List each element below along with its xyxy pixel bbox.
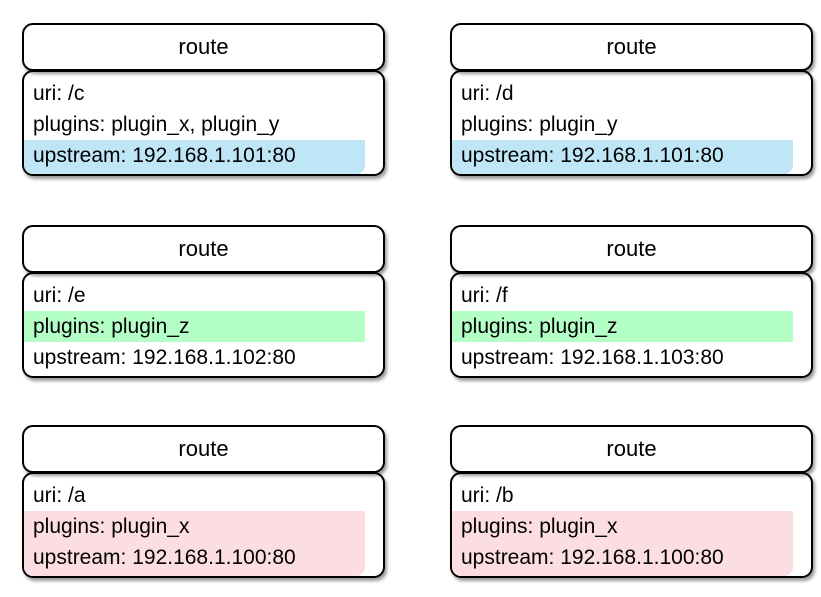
route-field-uri: uri: /d: [461, 82, 514, 105]
route-field-plugins: plugins: plugin_z: [33, 315, 190, 338]
route-field-plugins: plugins: plugin_z: [461, 315, 618, 338]
route-card-body: uri: /d plugins: plugin_y upstream: 192.16…: [450, 70, 813, 176]
route-card[interactable]: route uri: /e plugins: plugin_z upstream: 1…: [22, 225, 385, 378]
route-field-uri: uri: /e: [33, 284, 86, 307]
route-card-lines: uri: /e plugins: plugin_z upstream: 192.16…: [24, 274, 383, 373]
route-card-lines: uri: /b plugins: plugin_x upstream: 192.16…: [452, 474, 811, 573]
route-card-body: uri: /e plugins: plugin_z upstream: 192.16…: [22, 272, 385, 378]
route-card[interactable]: route uri: /a plugins: plugin_x upstream: 1…: [22, 425, 385, 578]
route-field-uri: uri: /b: [461, 484, 514, 507]
route-card-header: route: [450, 425, 813, 473]
route-field-upstream: upstream: 192.168.1.100:80: [33, 546, 296, 569]
route-card-header: route: [450, 225, 813, 273]
route-card-header: route: [22, 23, 385, 71]
route-card-header: route: [22, 425, 385, 473]
route-card-body: uri: /b plugins: plugin_x upstream: 192.16…: [450, 472, 813, 578]
route-field-uri: uri: /a: [33, 484, 86, 507]
route-field-plugins: plugins: plugin_x, plugin_y: [33, 113, 280, 136]
route-card-lines: uri: /a plugins: plugin_x upstream: 192.16…: [24, 474, 383, 573]
route-field-upstream: upstream: 192.168.1.101:80: [33, 144, 296, 167]
route-card[interactable]: route uri: /b plugins: plugin_x upstream: 1…: [450, 425, 813, 578]
route-card[interactable]: route uri: /d plugins: plugin_y upstream: 1…: [450, 23, 813, 176]
route-field-plugins: plugins: plugin_x: [461, 515, 618, 538]
route-field-plugins: plugins: plugin_x: [33, 515, 190, 538]
route-card-body: uri: /f plugins: plugin_z upstream: 192.16…: [450, 272, 813, 378]
route-card-header: route: [22, 225, 385, 273]
route-field-plugins: plugins: plugin_y: [461, 113, 618, 136]
route-field-upstream: upstream: 192.168.1.101:80: [461, 144, 724, 167]
route-card-lines: uri: /d plugins: plugin_y upstream: 192.16…: [452, 72, 811, 171]
route-field-uri: uri: /f: [461, 284, 508, 307]
route-card-header: route: [450, 23, 813, 71]
route-field-upstream: upstream: 192.168.1.102:80: [33, 346, 296, 369]
route-card-lines: uri: /f plugins: plugin_z upstream: 192.16…: [452, 274, 811, 373]
route-field-upstream: upstream: 192.168.1.100:80: [461, 546, 724, 569]
route-field-upstream: upstream: 192.168.1.103:80: [461, 346, 724, 369]
route-card[interactable]: route uri: /f plugins: plugin_z upstream: 1…: [450, 225, 813, 378]
route-card-body: uri: /a plugins: plugin_x upstream: 192.16…: [22, 472, 385, 578]
route-field-uri: uri: /c: [33, 82, 85, 105]
